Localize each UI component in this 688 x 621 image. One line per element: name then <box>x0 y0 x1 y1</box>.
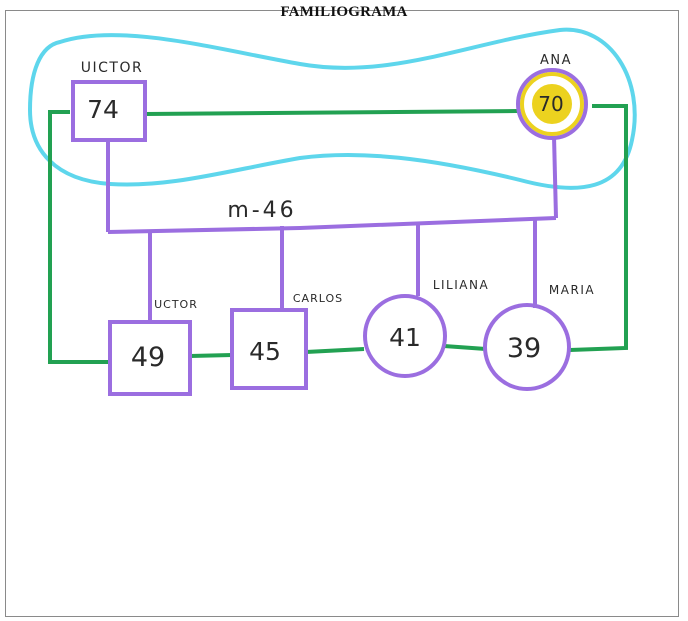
child1-square <box>108 320 192 396</box>
father-square <box>71 80 147 142</box>
kinship-lines <box>106 135 558 322</box>
child4-circle <box>483 303 571 391</box>
child2-age: 45 <box>249 337 281 366</box>
child4-node: 39 MARIA <box>483 283 595 391</box>
child3-age: 41 <box>389 323 421 352</box>
marriage-line <box>107 216 557 234</box>
child4-age: 39 <box>507 333 541 364</box>
child4-name: MARIA <box>549 283 595 297</box>
child2-square <box>230 308 308 390</box>
mother-age: 70 <box>538 92 563 116</box>
mother-node: 70 ANA <box>516 53 588 140</box>
conflict-line-child2-child3 <box>305 347 365 354</box>
child1-name: UCTOR <box>154 298 198 311</box>
father-node: 74 UICTOR <box>71 60 147 142</box>
marriage-label: m-46 <box>227 198 296 223</box>
mother-descent-line <box>552 135 558 219</box>
conflict-line-child3-child4 <box>443 344 487 351</box>
mother-index-fill <box>520 72 584 136</box>
conflict-line-child1-child2 <box>189 353 233 358</box>
father-age: 74 <box>87 95 119 124</box>
child3-name: LILIANA <box>433 278 489 292</box>
conflict-line-outer-left <box>48 110 110 364</box>
child3-node: 41 LILIANA <box>363 278 489 378</box>
page-title: FAMILIOGRAMA <box>280 4 408 20</box>
child1-node: 49 UCTOR <box>108 298 198 396</box>
father-name: UICTOR <box>81 60 143 76</box>
child2-name: CARLOS <box>293 292 343 305</box>
page-border <box>5 10 679 617</box>
mother-circle <box>516 68 588 140</box>
mother-name: ANA <box>540 53 572 68</box>
child1-age: 49 <box>131 342 165 373</box>
child2-node: 45 CARLOS <box>230 292 343 390</box>
household-boundary <box>27 27 637 190</box>
conflict-lines <box>48 104 628 364</box>
mother-index-ring <box>532 84 572 124</box>
conflict-line-outer-right <box>569 104 628 352</box>
conflict-line-parents <box>144 109 519 116</box>
child3-circle <box>363 294 447 378</box>
